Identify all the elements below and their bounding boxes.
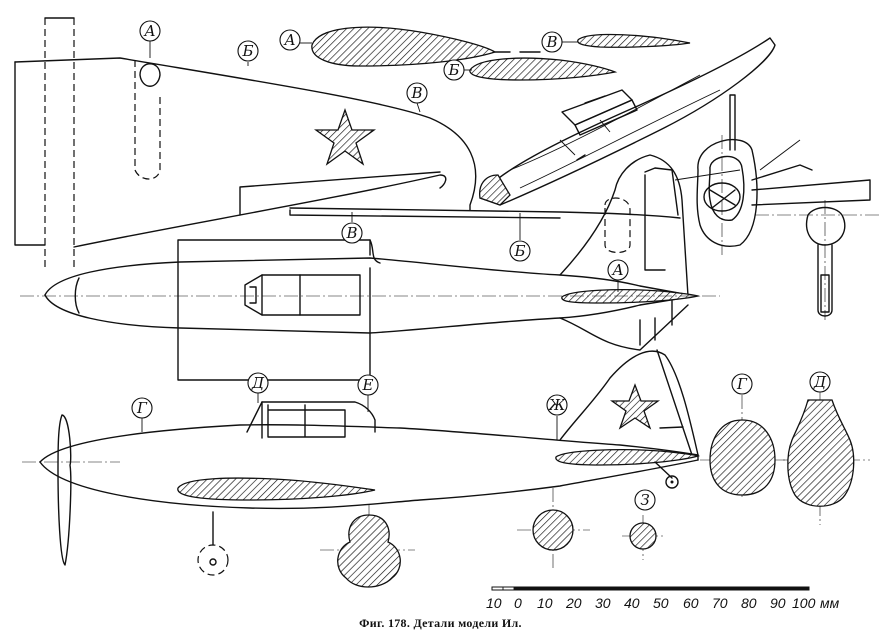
callouts: А А Б В Б В В Б А Г Д Е Ж З Г Д [131, 20, 831, 511]
callout-E-side: Е [357, 374, 379, 396]
airfoil-section-A [311, 26, 497, 67]
svg-text:В: В [410, 84, 422, 102]
airfoil-section-V [577, 33, 691, 48]
callout-A-plan: А [607, 259, 629, 281]
scale-tick-1: 0 [514, 595, 522, 611]
svg-text:Д: Д [813, 373, 827, 391]
scale-tick-4: 30 [595, 595, 611, 611]
scale-tick-7: 60 [683, 595, 699, 611]
scale-tick-5: 40 [624, 595, 640, 611]
tailplane-section [561, 289, 701, 304]
callout-A-airfoil: А [279, 29, 301, 51]
scale-tick-3: 20 [565, 595, 582, 611]
callout-B-plan: Б [509, 240, 531, 262]
fuselage-section-lower [337, 514, 401, 588]
callout-G-section: Г [731, 373, 753, 395]
scale-unit: мм [820, 595, 840, 611]
svg-text:В: В [345, 224, 357, 242]
scale-bar: 10 0 10 20 30 40 50 60 70 80 90 100 мм [486, 586, 840, 611]
callout-G-side: Г [131, 397, 153, 419]
fuselage-block-sketch [479, 37, 776, 206]
section-G [709, 419, 776, 496]
callout-Zh-side: Ж [546, 394, 568, 416]
front-view [674, 94, 880, 320]
fuselage-plan-view [20, 154, 720, 381]
scale-tick-9: 80 [741, 595, 757, 611]
wing-root-section [177, 477, 376, 501]
airfoil-sections [311, 26, 691, 81]
scale-tick-10: 90 [770, 595, 786, 611]
scale-tick-11: 100 [792, 595, 816, 611]
star-emblem-wing [313, 108, 377, 166]
callout-D-side: Д [247, 372, 269, 394]
scale-tick-6: 50 [653, 595, 669, 611]
stabilizer-section [555, 449, 701, 466]
callout-Z-side: З [634, 489, 656, 511]
callout-V-airfoil: В [541, 31, 563, 53]
svg-text:Д: Д [251, 374, 265, 392]
svg-text:Б: Б [513, 242, 525, 260]
svg-text:Е: Е [362, 376, 374, 394]
svg-text:Г: Г [136, 399, 148, 417]
svg-text:Г: Г [736, 375, 748, 393]
scale-tick-2: 10 [537, 595, 553, 611]
wing-plan [14, 17, 681, 268]
svg-text:А: А [143, 22, 155, 40]
section-D [787, 399, 855, 507]
svg-text:Б: Б [241, 42, 253, 60]
callout-A-wing: А [139, 20, 161, 42]
fuselage-side-view [22, 349, 870, 588]
callout-V-wing: В [406, 82, 428, 104]
figure-caption: Фиг. 178. Детали модели Ил. [359, 616, 522, 630]
star-emblem-fin [609, 383, 661, 430]
callout-B-airfoil: Б [443, 59, 465, 81]
svg-text:З: З [640, 491, 649, 509]
svg-text:В: В [545, 33, 557, 51]
scale-tick-0: 10 [486, 595, 502, 611]
svg-text:А: А [611, 261, 623, 279]
svg-text:Б: Б [447, 61, 459, 79]
scale-tick-8: 70 [712, 595, 728, 611]
svg-text:Ж: Ж [548, 396, 567, 414]
callout-V-plan: В [341, 222, 363, 244]
svg-text:А: А [283, 31, 295, 49]
callout-D-section: Д [809, 371, 831, 393]
callout-B-wing: Б [237, 40, 259, 62]
airfoil-section-B [469, 57, 618, 81]
